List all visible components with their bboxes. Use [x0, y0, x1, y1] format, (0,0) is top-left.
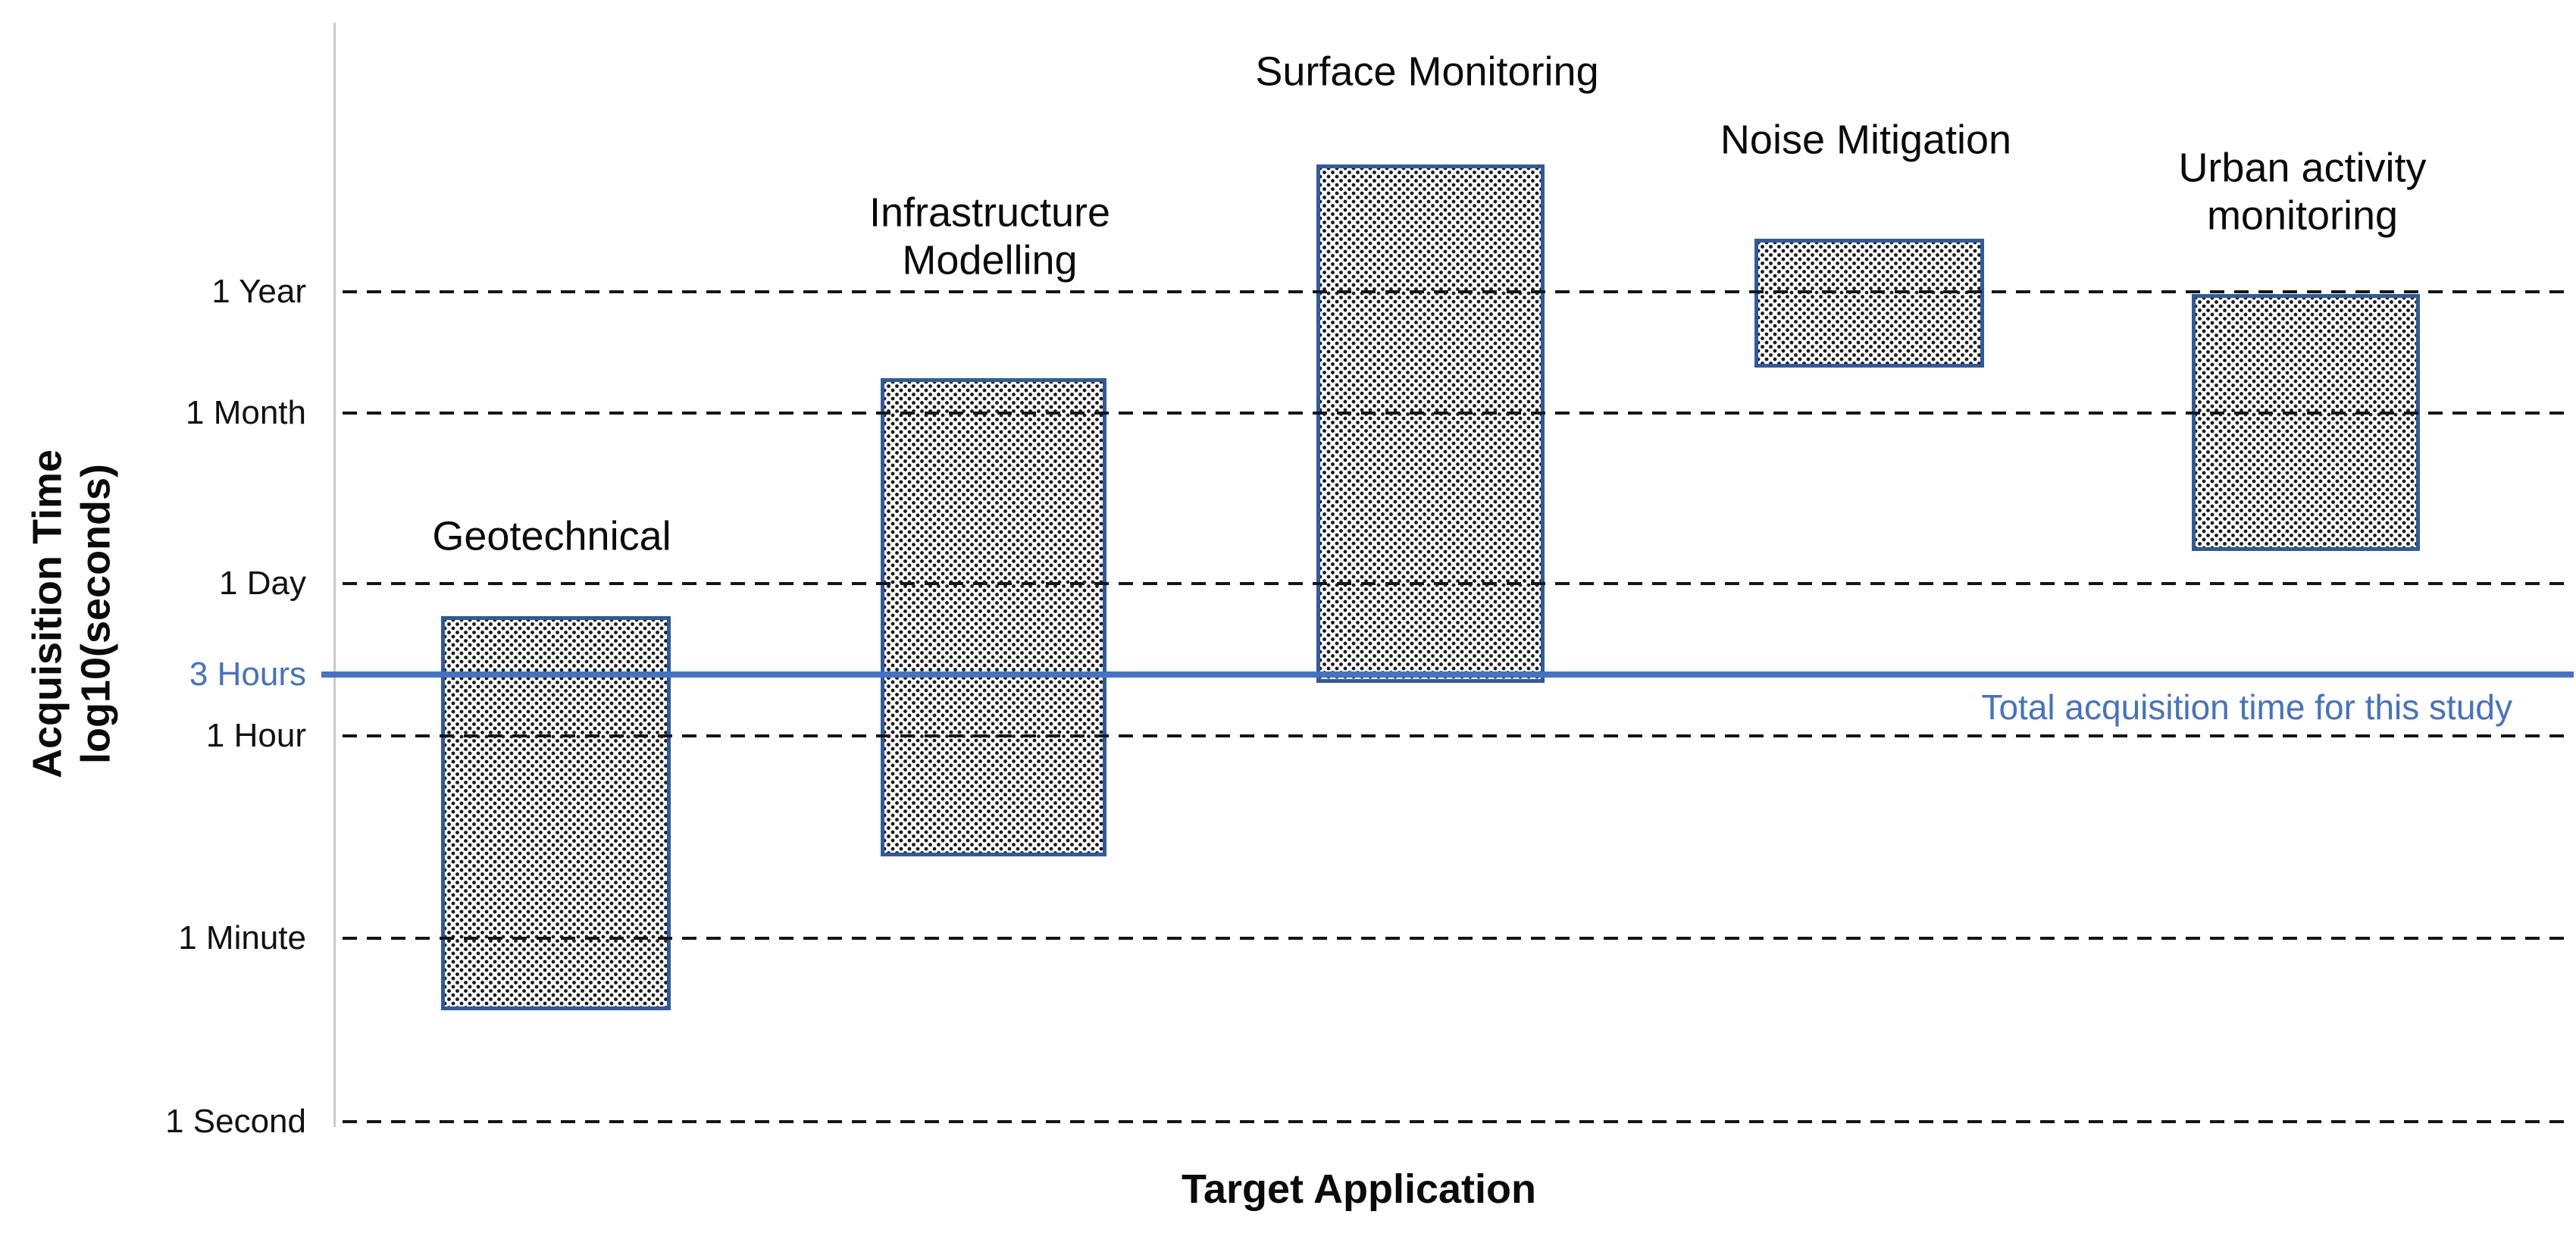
gridline-1-year	[343, 290, 2569, 293]
gridline-1-day	[343, 582, 2569, 585]
range-bar-infrastructure-modelling	[881, 378, 1106, 856]
reference-line-annotation: Total acquisition time for this study	[1981, 687, 2512, 727]
category-label-geotechnical: Geotechnical	[432, 513, 671, 559]
tick-label-1-minute: 1 Minute	[178, 919, 306, 956]
range-bar-urban-activity-monitoring	[2192, 294, 2420, 551]
tick-label-1-year: 1 Year	[211, 273, 306, 310]
range-bar-surface-monitoring	[1316, 164, 1545, 683]
category-label-noise-mitigation: Noise Mitigation	[1720, 117, 2012, 163]
range-bar-geotechnical	[441, 616, 671, 1010]
tick-label-1-second: 1 Second	[165, 1103, 306, 1140]
y-axis-title: Acquisition Time log10(seconds)	[24, 449, 118, 779]
tick-label-3-hours: 3 Hours	[189, 656, 306, 693]
reference-line-3-hours	[321, 671, 2574, 678]
gridline-1-month	[343, 412, 2569, 415]
tick-label-1-hour: 1 Hour	[205, 717, 306, 754]
gridline-1-minute	[343, 937, 2569, 940]
category-label-urban-activity-monitoring: Urban activity monitoring	[2178, 145, 2427, 238]
x-axis-title: Target Application	[1181, 1166, 1537, 1212]
y-axis-line	[333, 23, 336, 1127]
gridline-1-hour	[343, 734, 2569, 737]
category-label-infrastructure-modelling: Infrastructure Modelling	[869, 189, 1111, 283]
range-bar-noise-mitigation	[1754, 239, 1984, 368]
tick-label-1-day: 1 Day	[219, 565, 306, 602]
category-label-surface-monitoring: Surface Monitoring	[1255, 49, 1599, 95]
gridline-1-second	[343, 1120, 2569, 1123]
tick-label-1-month: 1 Month	[186, 394, 306, 431]
